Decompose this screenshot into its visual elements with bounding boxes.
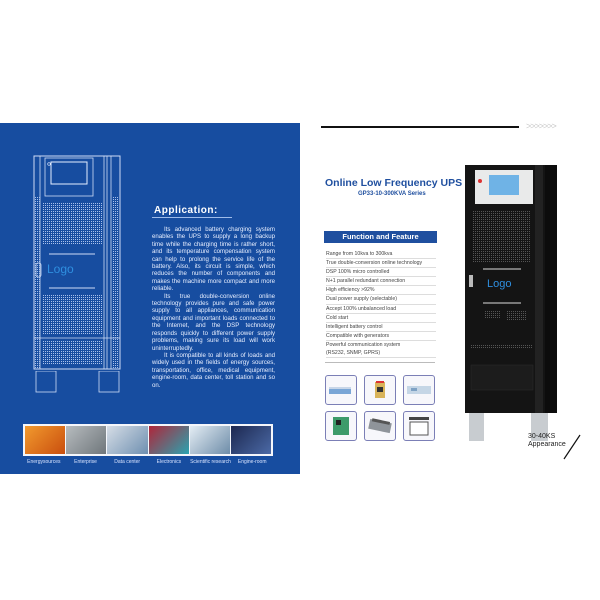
application-paragraph: Its advanced battery charging system ena… (152, 226, 275, 293)
thumb-module (325, 375, 357, 405)
ups-product-photo: Logo (465, 165, 557, 441)
feature-list: Range from 10kva to 300kva True double-c… (326, 250, 436, 359)
photo-enterprise (66, 426, 107, 454)
label-enterprise: Enterprise (74, 459, 97, 465)
ups-line-drawing: Logo (33, 155, 121, 370)
header-rule (321, 126, 519, 128)
application-paragraph: Its true double-conversion online techno… (152, 292, 275, 352)
applications-labels: Energysources Enterprise Data center Ele… (23, 459, 273, 465)
label-scientific-research: Scientific research (190, 459, 231, 465)
product-title: Online Low Frequency UPS (325, 177, 463, 189)
appearance-model: 30-40KS (528, 433, 556, 440)
feature-item: DSP 100% micro controlled (326, 268, 436, 278)
application-divider (152, 217, 232, 218)
label-electronics: Electronics (156, 459, 182, 465)
chevron-decoration-icon: >>>>>>> (526, 121, 557, 131)
feature-item: True double-conversion online technology (326, 259, 436, 269)
product-series: GP33-10-300KVA Series (358, 191, 426, 197)
appearance-caption: 30-40KS Appearance (528, 433, 566, 449)
feature-item: (RS232, SNMP, GPRS) (326, 349, 436, 359)
feature-item: N+1 parallel redundant connection (326, 277, 436, 287)
product-logo: Logo (487, 278, 511, 290)
feature-item: Accept 100% unbalanced load (326, 305, 436, 314)
application-paragraph: It is compatible to all kinds of loads a… (152, 351, 275, 389)
photo-scientific-research (189, 426, 230, 454)
feature-item: High efficiency >92% (326, 286, 436, 296)
photo-electronics (148, 426, 189, 454)
feature-item: Dual power supply (selectable) (326, 295, 436, 305)
appearance-label: Appearance (528, 441, 566, 448)
applications-photo-strip (23, 424, 273, 456)
thumb-display-panel (403, 411, 435, 441)
photo-data-center (107, 426, 148, 454)
feature-item: Range from 10kva to 300kva (326, 250, 436, 260)
thumb-circuit-board (364, 375, 396, 405)
feature-header: Function and Feature (324, 231, 437, 243)
feature-item: Intelligent battery control (326, 323, 436, 332)
label-data-center: Data center (114, 459, 141, 465)
photo-engine-room (230, 426, 272, 454)
thumb-pcb (325, 411, 357, 441)
photo-energy-sources (25, 426, 66, 454)
thumb-battery-pack (364, 411, 396, 441)
diagonal-slash-icon (563, 434, 581, 460)
label-energy-sources: Energysources (27, 459, 61, 465)
feature-item: Cold start (326, 314, 436, 323)
feature-divider (325, 362, 435, 363)
component-thumbnails (325, 375, 439, 441)
feature-item: Compatible with generators (326, 332, 436, 341)
feature-item: Powerful communication system (326, 341, 401, 348)
application-heading: Application: (154, 205, 218, 216)
label-engine-room: Engine-room (237, 459, 267, 465)
ups-drawing-legs (35, 371, 120, 393)
application-text: Its advanced battery charging system ena… (152, 226, 275, 389)
drawing-logo: Logo (47, 262, 74, 276)
thumb-controller (403, 375, 435, 405)
